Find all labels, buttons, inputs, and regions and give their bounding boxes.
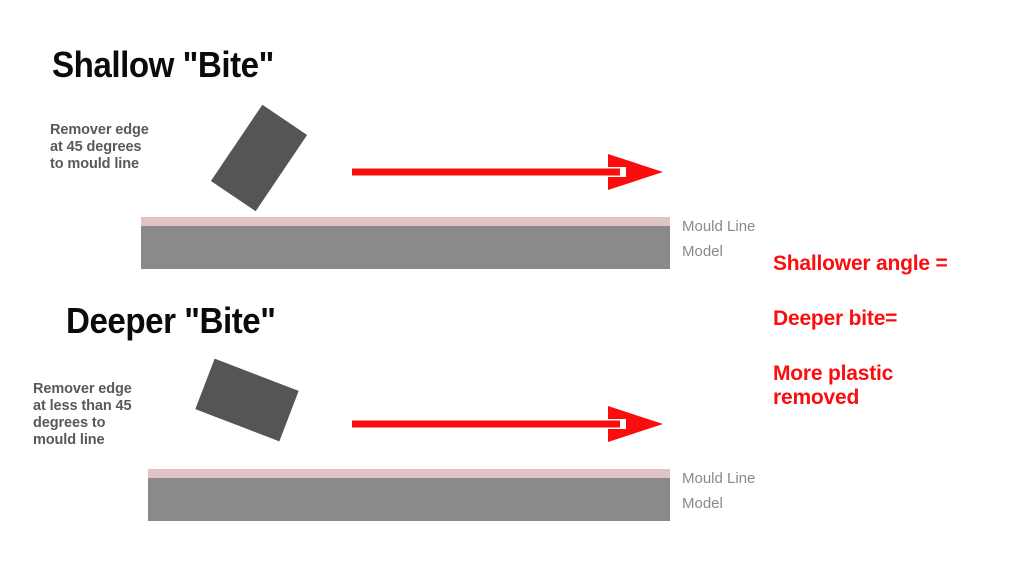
- caption-remover-edge-shallow: Remover edge at 45 degrees to mould line: [50, 122, 149, 172]
- bar-labels-bottom: Mould Line Model: [682, 466, 755, 516]
- arrow-right-icon: [352, 406, 663, 442]
- bar-labels-top: Mould Line Model: [682, 214, 755, 264]
- arrow-right-icon: [352, 154, 663, 190]
- callout-more-plastic-removed: More plastic removed: [773, 362, 894, 409]
- model-bar-bottom: [148, 469, 670, 521]
- section-title-deeper: Deeper "Bite": [66, 300, 276, 341]
- mould-line-strip-bottom: [148, 469, 670, 478]
- callout-shallower-angle: Shallower angle =: [773, 252, 948, 275]
- remover-block-deeper: [195, 358, 299, 442]
- mould-line-label-bottom: Mould Line: [682, 470, 756, 487]
- model-label-bottom: Model: [682, 495, 723, 512]
- callout-deeper-bite: Deeper bite=: [773, 307, 898, 330]
- model-label-top: Model: [682, 243, 723, 260]
- direction-arrow-bottom: [352, 404, 668, 449]
- caption-remover-edge-deeper: Remover edge at less than 45 degrees to …: [33, 381, 132, 448]
- model-body-top: [141, 226, 670, 269]
- section-title-shallow: Shallow "Bite": [52, 44, 274, 85]
- direction-arrow-top: [352, 152, 668, 197]
- model-body-bottom: [148, 478, 670, 521]
- mould-line-strip-top: [141, 217, 670, 226]
- remover-block-shallow: [210, 104, 308, 212]
- mould-line-label-top: Mould Line: [682, 218, 756, 235]
- model-bar-top: [141, 217, 670, 269]
